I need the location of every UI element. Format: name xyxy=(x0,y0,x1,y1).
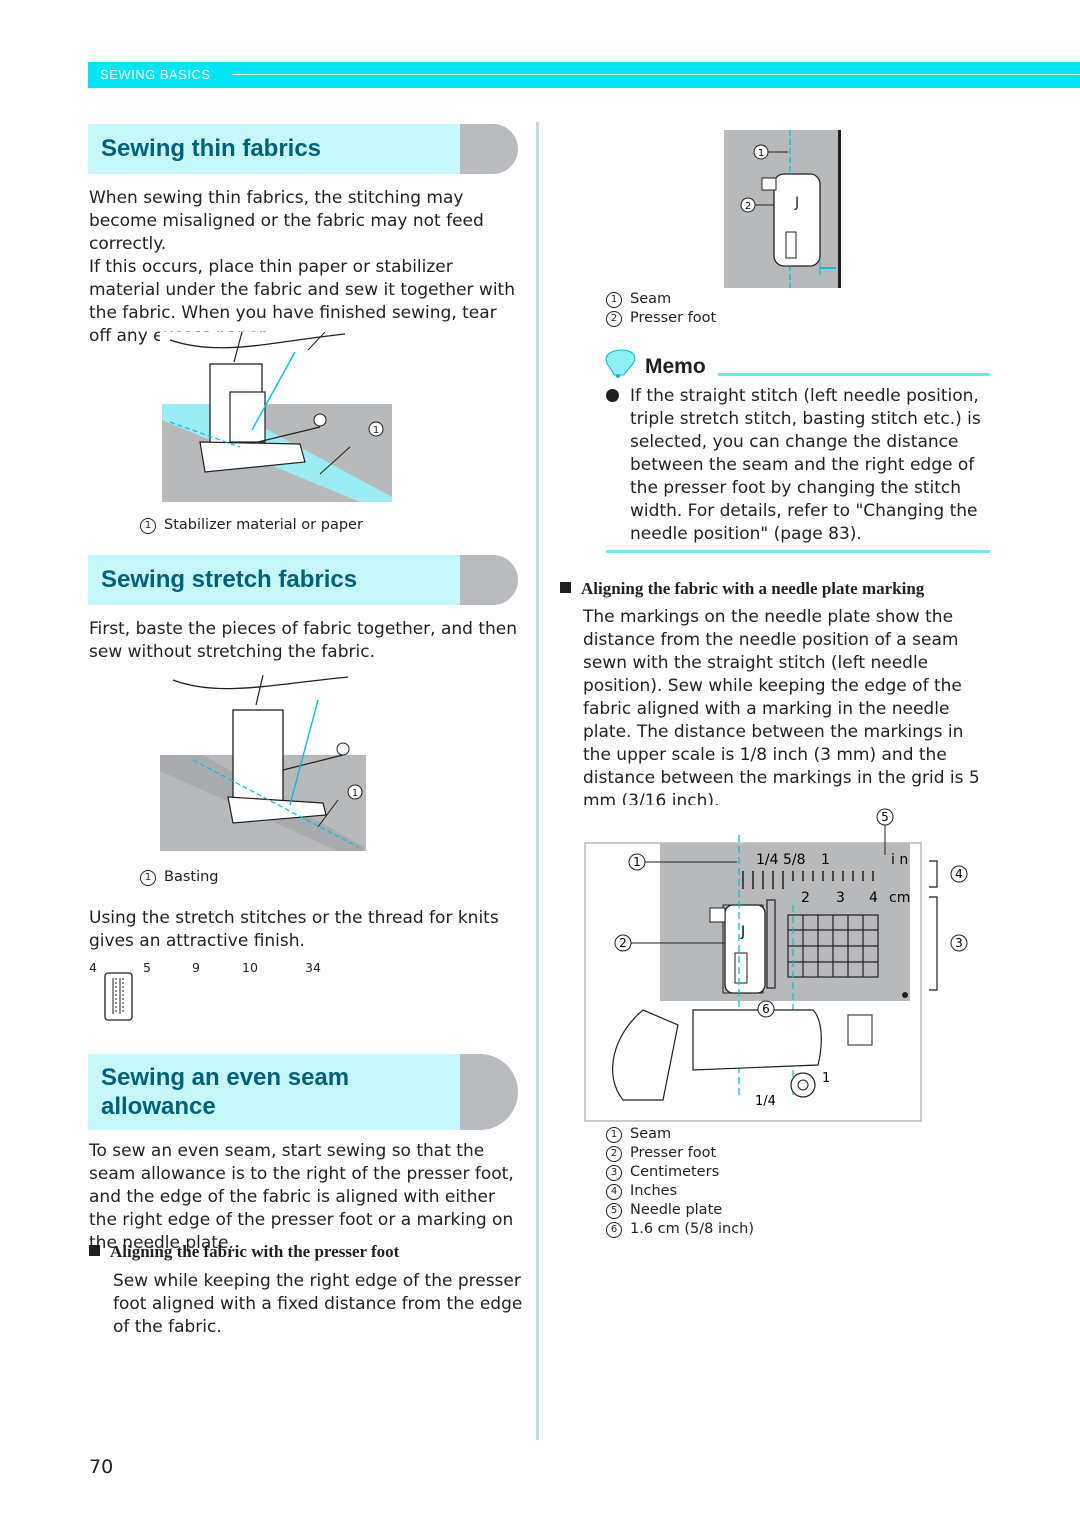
scale-three: 3 xyxy=(836,890,845,906)
legend-text: Needle plate xyxy=(630,1202,723,1218)
scale-inch: i n xyxy=(891,852,908,868)
callout: 5 xyxy=(881,810,889,824)
stitch-number: 34 xyxy=(305,960,321,975)
header-rule xyxy=(232,74,1080,75)
memo-icon xyxy=(605,349,636,378)
legend-text: Inches xyxy=(630,1183,678,1199)
even-body: To sew an even seam, start sewing so tha… xyxy=(89,1141,514,1253)
even-subheading: Aligning the fabric with the presser foo… xyxy=(89,1242,399,1262)
callout: 4 xyxy=(955,867,963,881)
square-bullet xyxy=(560,582,571,593)
callout: 3 xyxy=(955,936,963,950)
scale-four: 4 xyxy=(869,890,878,906)
memo-rule xyxy=(718,373,990,376)
bullet xyxy=(606,389,619,402)
thin-callout: 1 xyxy=(373,425,379,436)
thin-intro: When sewing thin fabrics, the stitching … xyxy=(89,187,521,348)
even-subheading-text: Aligning the fabric with the presser foo… xyxy=(110,1242,400,1261)
legend-text: Presser foot xyxy=(630,1145,717,1161)
thin-body: When sewing thin fabrics, the stitching … xyxy=(89,188,484,254)
scale-two: 2 xyxy=(801,890,810,906)
memo-bottom-rule xyxy=(606,550,990,553)
square-bullet xyxy=(89,1245,100,1256)
foot-letter: J xyxy=(794,195,799,211)
bottom-one: 1 xyxy=(822,1071,830,1086)
stitch-number: 9 xyxy=(192,960,200,975)
heading-stretch-fabrics: Sewing stretch fabrics xyxy=(88,555,518,605)
needleplate-body: The markings on the needle plate show th… xyxy=(583,607,980,811)
section-name: SEWING BASICS xyxy=(100,67,217,82)
heading-line-1: Sewing an even seam xyxy=(101,1064,350,1091)
stretch-body: First, baste the pieces of fabric togeth… xyxy=(89,619,518,662)
stretch-callout: 1 xyxy=(352,788,358,799)
section-header-band xyxy=(88,62,1080,88)
scale-quarter: 1/4 xyxy=(756,852,779,868)
memo-text: If the straight stitch (left needle posi… xyxy=(630,386,981,544)
legend-text: 1.6 cm (5/8 inch) xyxy=(630,1221,755,1237)
heading-even-seam: Sewing an even seam allowance xyxy=(88,1054,518,1130)
thin-fabric-illustration: 1 xyxy=(160,332,395,504)
scale-five-eighths: 5/8 xyxy=(783,852,806,868)
callout: 6 xyxy=(762,1002,770,1016)
column-divider xyxy=(536,122,539,1440)
stretch-caption-text: Basting xyxy=(164,869,219,885)
memo-body: If the straight stitch (left needle posi… xyxy=(606,385,990,546)
needleplate-subheading: Aligning the fabric with a needle plate … xyxy=(560,579,924,599)
page-number: 70 xyxy=(89,1456,114,1478)
stitch-number: 5 xyxy=(143,960,151,975)
even-sub-body: Sew while keeping the right edge of the … xyxy=(113,1271,523,1337)
heading-text: Sewing an even seam allowance xyxy=(101,1063,349,1121)
legend-text: Seam xyxy=(630,291,672,307)
stretch-fabric-illustration: 1 xyxy=(158,675,368,853)
legend-text: Presser foot xyxy=(630,310,717,326)
needleplate-subheading-text: Aligning the fabric with a needle plate … xyxy=(581,579,925,598)
legend-text: Seam xyxy=(630,1126,672,1142)
heading-line-2: allowance xyxy=(101,1093,216,1120)
callout: 1 xyxy=(758,148,764,159)
thin-caption-text: Stabilizer material or paper xyxy=(164,517,363,533)
stretch-body-2: Using the stretch stitches or the thread… xyxy=(89,908,499,951)
stitch-pattern-icon xyxy=(104,972,133,1021)
scale-one: 1 xyxy=(821,852,830,868)
callout-1: 1 xyxy=(140,870,156,886)
callout-1: 1 xyxy=(140,518,156,534)
heading-thin-fabrics: Sewing thin fabrics xyxy=(88,124,518,174)
stretch-caption: 1 Basting xyxy=(140,868,219,887)
scale-cm: cm xyxy=(889,890,910,906)
callout: 2 xyxy=(745,201,751,212)
presser-foot-seam-illustration: J 1 2 xyxy=(724,130,842,290)
memo-title: Memo xyxy=(645,355,706,378)
callout: 1 xyxy=(633,855,641,869)
callout: 2 xyxy=(619,936,627,950)
stitch-number: 4 xyxy=(89,960,97,975)
stitch-number: 10 xyxy=(242,960,258,975)
needle-plate-illustration: 1/4 5/8 1 i n 2 3 4 cm J 1 1/4 1 2 3 4 xyxy=(583,805,988,1123)
heading-text: Sewing thin fabrics xyxy=(101,135,322,162)
foot-letter: J xyxy=(740,924,745,940)
legend-text: Centimeters xyxy=(630,1164,720,1180)
heading-text: Sewing stretch fabrics xyxy=(101,566,358,593)
thin-caption: 1 Stabilizer material or paper xyxy=(140,516,363,535)
bottom-quarter: 1/4 xyxy=(755,1094,776,1109)
